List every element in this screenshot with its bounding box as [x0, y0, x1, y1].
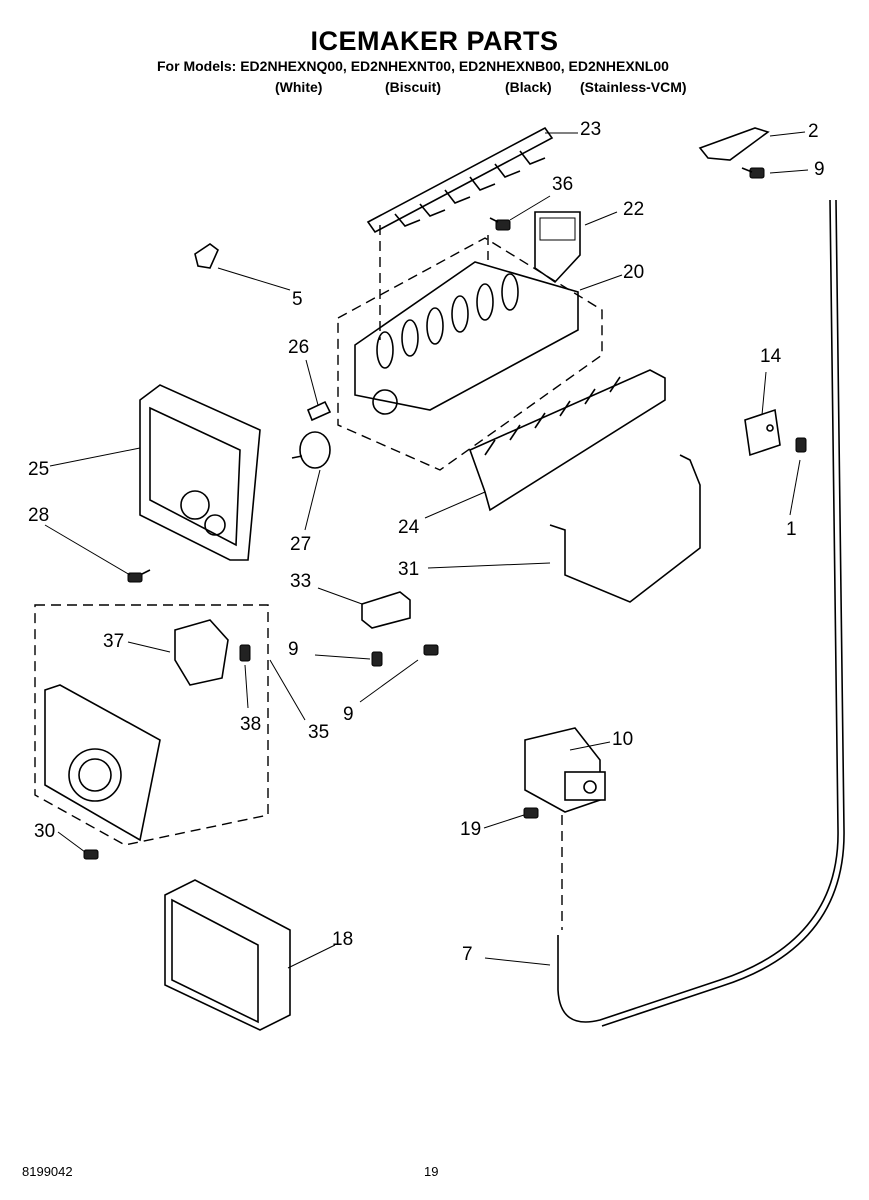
variant-stainless: (Stainless-VCM) — [580, 79, 687, 95]
part-fill-cup-cover — [534, 211, 581, 284]
part-screw — [83, 849, 99, 860]
callout-20: 20 — [623, 262, 645, 283]
callout-37: 37 — [103, 631, 125, 652]
part-water-valve — [524, 727, 606, 813]
callout-35: 35 — [308, 722, 330, 743]
callout-22: 22 — [623, 199, 645, 220]
document-number: 8199042 — [22, 1164, 73, 1179]
callout-7: 7 — [462, 944, 473, 965]
callout-27: 27 — [290, 534, 312, 555]
part-clip-small — [306, 400, 332, 422]
part-pad — [164, 879, 291, 1031]
callout-9-lower: 9 — [343, 704, 354, 725]
part-fill-tube — [557, 199, 839, 1023]
part-screw — [127, 569, 151, 583]
variant-biscuit: (Biscuit) — [385, 79, 441, 95]
callout-33: 33 — [290, 571, 312, 592]
callout-19: 19 — [460, 819, 482, 840]
part-stripper — [468, 369, 666, 512]
leader-lines — [44, 131, 809, 969]
callout-1: 1 — [786, 519, 797, 540]
callout-10: 10 — [612, 729, 634, 750]
callout-31: 31 — [398, 559, 420, 580]
part-thermostat — [291, 431, 331, 469]
callout-9-upper: 9 — [288, 639, 299, 660]
callout-14: 14 — [760, 346, 782, 367]
callout-24: 24 — [398, 517, 420, 538]
part-mold — [354, 261, 579, 415]
callout-18: 18 — [332, 929, 354, 950]
callout-36: 36 — [552, 174, 574, 195]
part-screw — [371, 651, 383, 667]
page-title: ICEMAKER PARTS — [310, 26, 559, 56]
part-screw — [239, 644, 251, 662]
part-clamp — [744, 408, 781, 457]
part-module-plate — [44, 684, 161, 842]
part-screw — [741, 167, 765, 179]
part-shutoff-arm — [549, 454, 701, 603]
callout-30: 30 — [34, 821, 56, 842]
part-screw — [423, 644, 439, 656]
part-bracket — [698, 127, 770, 161]
callout-5: 5 — [292, 289, 303, 310]
part-screw — [489, 217, 511, 231]
part-clip — [194, 243, 219, 269]
callout-23: 23 — [580, 119, 602, 140]
callout-26: 26 — [288, 337, 310, 358]
part-screw — [795, 437, 807, 453]
part-screw — [523, 807, 539, 819]
part-motor — [174, 619, 229, 686]
variant-black: (Black) — [505, 79, 552, 95]
callout-2: 2 — [808, 121, 819, 142]
part-lever — [361, 591, 411, 629]
callout-38: 38 — [240, 714, 262, 735]
callout-25: 25 — [28, 459, 50, 480]
page-number: 19 — [424, 1164, 439, 1179]
part-housing — [139, 384, 261, 561]
variant-white: (White) — [275, 79, 323, 95]
models-line: For Models: ED2NHEXNQ00, ED2NHEXNT00, ED… — [157, 58, 669, 74]
callout-28: 28 — [28, 505, 50, 526]
part-ejector-shaft — [366, 126, 554, 234]
callout-9: 9 — [814, 159, 825, 180]
